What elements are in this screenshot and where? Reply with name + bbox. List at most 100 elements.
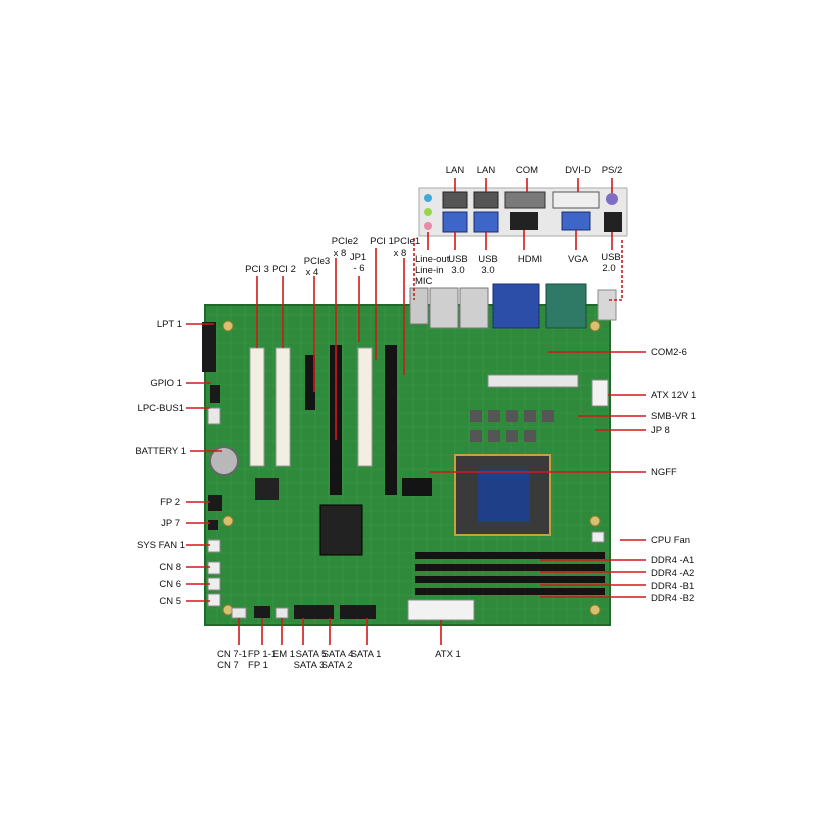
label-jp1-a: JP1 [350,252,366,263]
label-lpt1: LPT 1 [157,319,182,330]
label-sata2: SATA 2 [322,660,353,671]
vga-dvi-connector [492,283,540,329]
lpc-bus1-header [207,407,221,425]
motherboard [202,283,617,626]
label-ddr4-b2: DDR4 -B2 [651,593,694,604]
com-connector [545,283,587,329]
mounting-hole [589,515,601,527]
label-lan-1: LAN [446,165,465,176]
jp7-jumper [208,520,218,530]
label-line-out: Line-out [415,254,450,265]
pcie1-slot [385,345,397,495]
label-lpc-bus1: LPC-BUS1 [138,403,184,414]
pch-heatsink [319,504,363,556]
audio-jack [424,222,432,230]
cn7-header [231,607,247,619]
label-pcie3-b: x 4 [306,267,319,278]
label-mic: MIC [415,276,433,287]
mounting-hole [589,604,601,616]
label-pci2: PCI 2 [272,264,296,275]
label-gpio1: GPIO 1 [150,378,182,389]
label-sata5: SATA 5 [296,649,327,660]
label-atx12v1: ATX 12V 1 [651,390,696,401]
callout-labels: LAN LAN COM DVI-D PS/2 Line-out Line-in … [135,165,696,671]
label-em1: EM 1 [273,649,295,660]
lan-port-1 [442,191,468,209]
label-cn6: CN 6 [159,579,181,590]
label-fp2: FP 2 [160,497,180,508]
label-pci3: PCI 3 [245,264,269,275]
label-sata4: SATA 4 [323,649,354,660]
usb20-port [604,212,622,232]
ddr4-b1-slot [415,576,605,583]
super-io-chip [255,478,279,500]
label-usb30-2a: USB [478,254,498,265]
label-usb30-2b: 3.0 [481,265,494,276]
atx1-connector [407,599,475,621]
ps2-port [606,193,618,205]
lan-port-2 [473,191,499,209]
cpu-socket-inner [478,470,530,522]
label-jp8: JP 8 [651,425,670,436]
battery1 [209,446,239,476]
vrm-chokes [470,410,554,442]
label-smb-vr1: SMB-VR 1 [651,411,696,422]
hdmi-port [510,212,538,230]
label-usb20-b: 2.0 [602,263,615,274]
lan-usb-stack-2 [459,287,489,329]
label-fp1: FP 1 [248,660,268,671]
leader-lines [186,178,646,645]
usb30-port-2 [473,211,499,233]
label-pcie2-b: x 8 [334,248,347,259]
label-sata1: SATA 1 [351,649,382,660]
pci1-slot [357,347,373,467]
label-cpu-fan: CPU Fan [651,535,690,546]
label-pcie1-a: PCIe1 [394,236,420,247]
fp2-header [208,495,222,511]
cn5-header [207,593,221,607]
dvi-d-port [552,191,600,209]
usb30-port-1 [442,211,468,233]
label-pcie1-b: x 8 [394,248,407,259]
mounting-hole [222,515,234,527]
pci2-slot [275,347,291,467]
audio-jack-stack [409,287,429,325]
label-com: COM [516,165,538,176]
mounting-hole [222,320,234,332]
label-jp7: JP 7 [161,518,180,529]
sys-fan1-header [207,539,221,553]
label-usb20-a: USB [601,252,621,263]
atx12v1-connector [591,379,609,407]
sata-ports-right [340,605,376,619]
vga-port [561,211,591,231]
rear-io-panel [418,187,628,237]
label-usb30-1b: 3.0 [451,265,464,276]
com2-6-headers [487,374,579,388]
label-line-in: Line-in [415,265,444,276]
label-atx1: ATX 1 [435,649,461,660]
audio-jack [424,194,432,202]
mounting-hole [589,320,601,332]
label-cn5: CN 5 [159,596,181,607]
com-port [504,191,546,209]
label-jp1-b: - 6 [353,263,364,274]
label-sys-fan1: SYS FAN 1 [137,540,185,551]
label-pcie2-a: PCIe2 [332,236,358,247]
cn8-header [207,561,221,575]
fp1-header [254,606,270,618]
ddr4-a2-slot [415,564,605,571]
label-pci1: PCI 1 [370,236,394,247]
label-battery1: BATTERY 1 [135,446,186,457]
audio-jack [424,208,432,216]
label-fp1-1: FP 1-1 [248,649,276,660]
label-cn7: CN 7 [217,660,239,671]
ps2-usb-stack [597,289,617,321]
gpio1-header [210,385,220,403]
lan-usb-stack-1 [429,287,459,329]
lpt1-header [202,322,216,372]
sata-ports-left [294,605,334,619]
label-com2-6: COM2-6 [651,347,687,358]
label-lan-2: LAN [477,165,496,176]
label-cn7-1: CN 7-1 [217,649,247,660]
